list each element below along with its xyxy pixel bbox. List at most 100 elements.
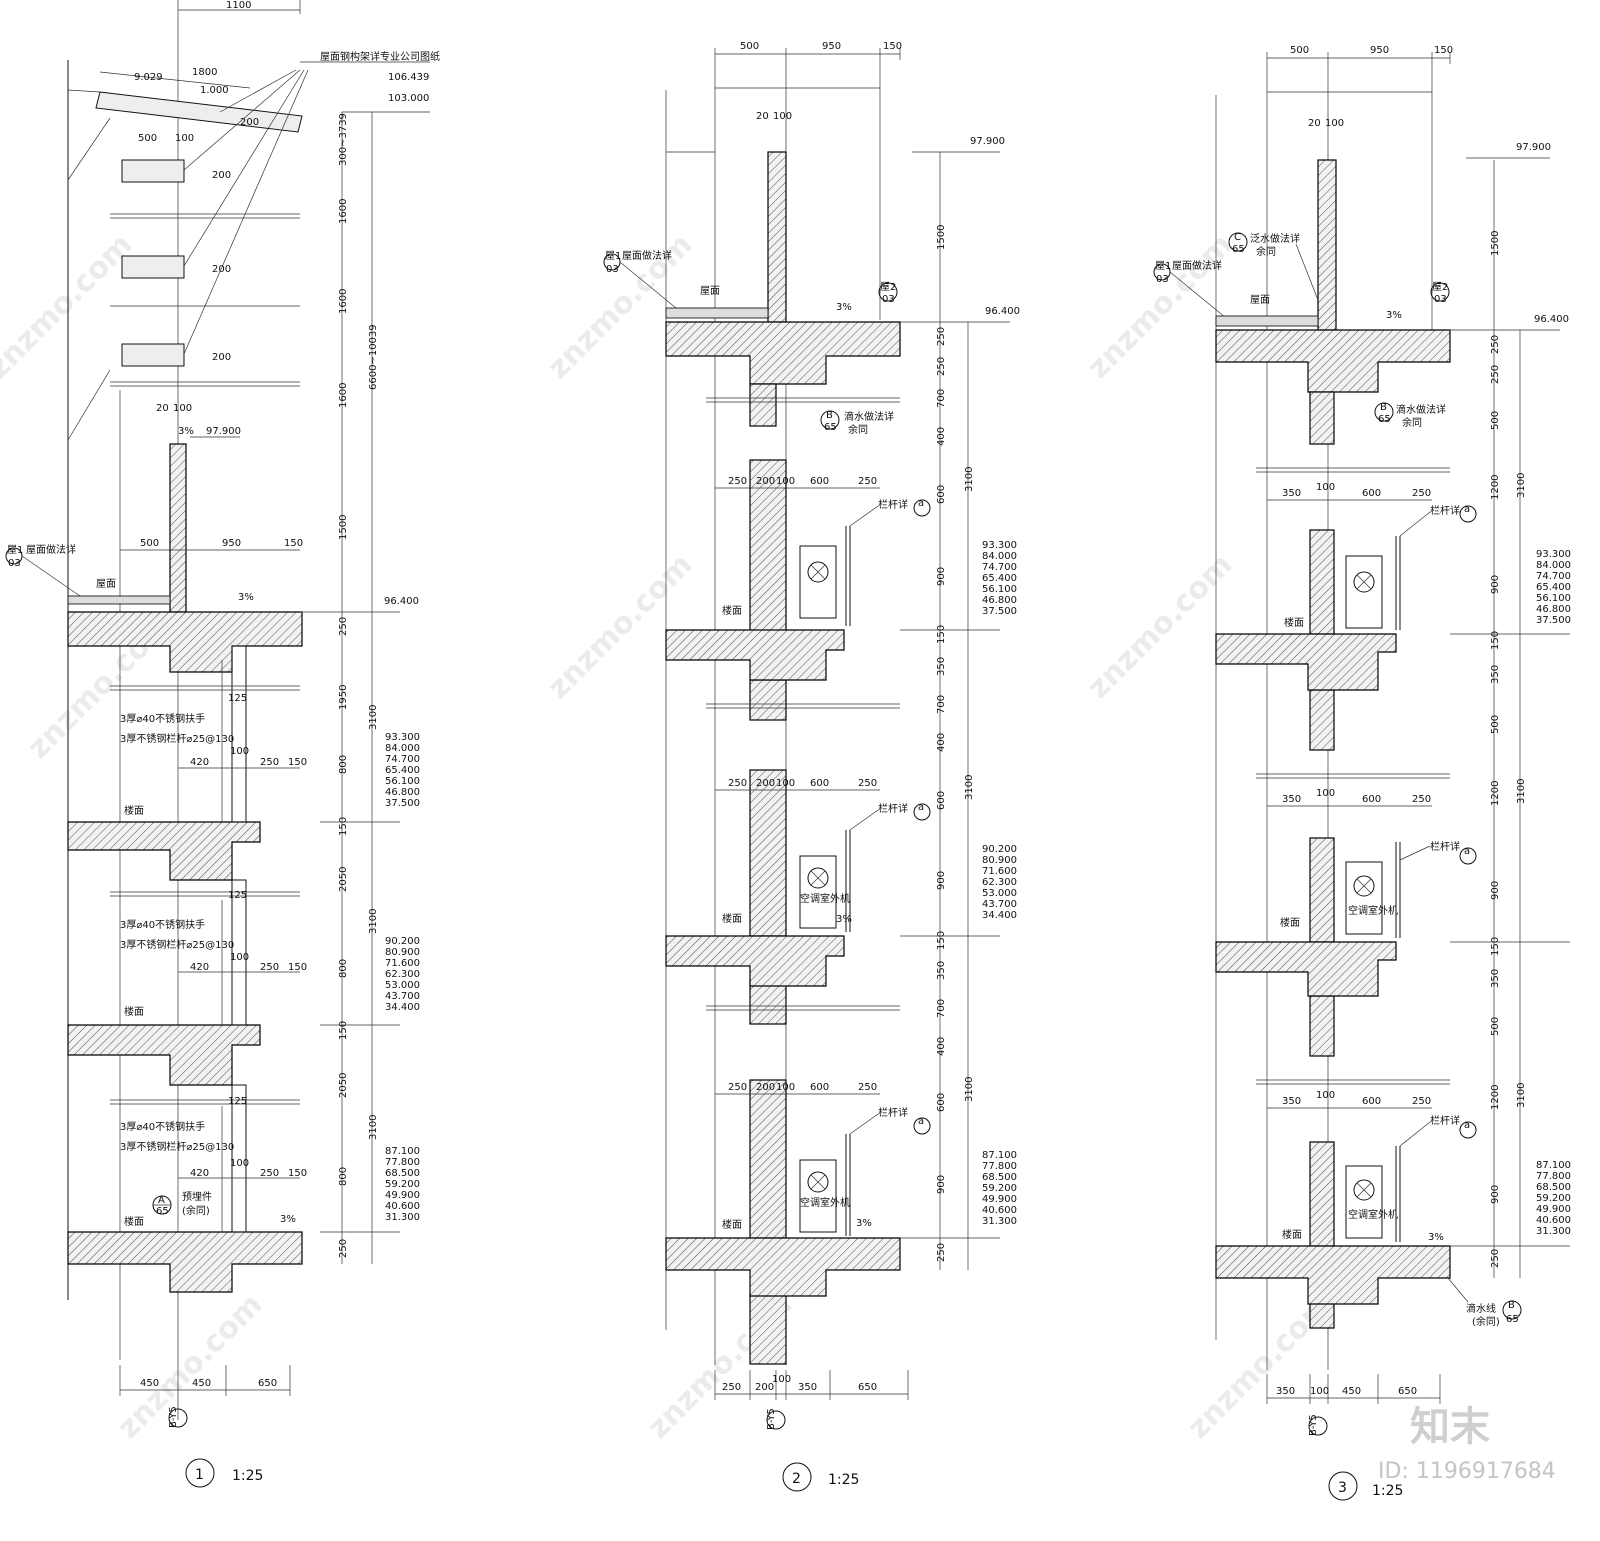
section-number: 2	[792, 1471, 801, 1487]
drip-note: 滴水做法详	[1396, 403, 1446, 416]
ac-fan-icon	[807, 1171, 829, 1193]
roof-note: 屋面做法详	[1172, 259, 1222, 272]
elevation-label: 80.900	[385, 947, 420, 958]
dim-label: 200	[240, 117, 259, 128]
slope-label: 3%	[238, 592, 254, 603]
dim-label: 100	[230, 1158, 249, 1169]
elevation-group-b: 90.200 80.900 71.600 62.300 53.000 43.70…	[982, 844, 1017, 921]
elevation-label: 62.300	[385, 969, 420, 980]
elevation-label: 68.500	[982, 1172, 1017, 1183]
floor-label: 楼面	[1282, 1228, 1302, 1241]
dim-label: 350	[1490, 969, 1501, 988]
rail-mark: a	[1464, 504, 1470, 515]
baluster-note: 3厚不锈钢栏杆⌀25@130	[120, 1140, 234, 1153]
section-scale: 1:25	[232, 1468, 263, 1484]
elevation-group-a: 93.300 84.000 74.700 65.400 56.100 46.80…	[982, 540, 1017, 617]
watermark-text: znzmo.com	[111, 1287, 270, 1446]
ac-fan-icon	[1353, 571, 1375, 593]
dim-label: 500	[1490, 1017, 1501, 1036]
elevation-label: 56.100	[982, 584, 1017, 595]
elevation-label: 53.000	[982, 888, 1017, 899]
dim-label: 700	[936, 389, 947, 408]
slope-label: 3%	[1386, 310, 1402, 321]
dim-label: 600	[810, 1082, 829, 1093]
elevation-label: 65.400	[982, 573, 1017, 584]
dim-label: 150	[288, 962, 307, 973]
dim-label: 150	[883, 41, 902, 52]
dim-label: 3100	[368, 1115, 379, 1140]
watermark-id: ID: 1196917684	[1378, 1459, 1556, 1484]
elevation-label: 31.300	[982, 1216, 1017, 1227]
roof2-sheet: 03	[1434, 294, 1447, 305]
roof-ref-circle: 屋1	[1155, 260, 1171, 272]
dim-label: 1.000	[200, 85, 229, 96]
ac-floor-1: 350 100 600 250 栏杆详 a 楼面	[1267, 482, 1477, 630]
parapet-wall	[169, 443, 187, 613]
dim-label: 500	[740, 41, 759, 52]
dim-label: 100	[776, 476, 795, 487]
elevation-group-c: 87.100 77.800 68.500 59.200 49.900 40.60…	[1536, 1160, 1571, 1237]
elevation-label: 49.900	[1536, 1204, 1571, 1215]
dim-label: 250	[260, 757, 279, 768]
dim-label: 150	[288, 1168, 307, 1179]
flash-ref: C	[1234, 232, 1241, 243]
rail-ref-note: 栏杆详	[878, 498, 908, 511]
dim-label: 600	[1362, 488, 1381, 499]
flash-sheet: 65	[1232, 244, 1245, 255]
dim-label: 150	[936, 625, 947, 644]
elevation-label: 59.200	[1536, 1193, 1571, 1204]
dim-label: 125	[228, 1096, 247, 1107]
roof2-sheet: 03	[882, 294, 895, 305]
elevation-label: 97.900	[970, 136, 1005, 147]
elevation-label: 49.900	[385, 1190, 420, 1201]
dim-label: 3100	[1516, 779, 1527, 804]
ac-unit	[799, 545, 837, 619]
dim-label: 900	[936, 567, 947, 586]
ac-unit	[799, 1159, 837, 1233]
handrail-note: 3厚⌀40不锈钢扶手	[120, 1120, 205, 1133]
roof-label: 屋面	[700, 285, 720, 297]
slope-label: 3%	[280, 1214, 296, 1225]
dim-label: 200	[756, 1082, 775, 1093]
drip-line-note: 滴水线	[1466, 1302, 1496, 1315]
dim-label: 250	[338, 1239, 349, 1258]
dim-label: 800	[338, 959, 349, 978]
dim-label: 250	[1412, 1096, 1431, 1107]
parapet-wall	[1317, 159, 1337, 331]
dim-label: 1600	[338, 289, 349, 314]
dim-label: 950	[822, 41, 841, 52]
ac-label: 空调室外机	[800, 892, 850, 905]
dim-label: 250	[728, 1082, 747, 1093]
elevation-group-c: 87.100 77.800 68.500 59.200 49.900 40.60…	[982, 1150, 1017, 1227]
dim-label: 250	[1412, 794, 1431, 805]
roof-label: 屋面	[96, 578, 116, 590]
rail-ref-note: 栏杆详	[878, 1106, 908, 1119]
dim-label: 600	[810, 778, 829, 789]
elevation-label: 93.300	[1536, 549, 1571, 560]
section-number-circle	[782, 1462, 812, 1492]
elevation-label: 59.200	[385, 1179, 420, 1190]
dim-label: 200	[756, 476, 775, 487]
dim-label: 200	[212, 264, 231, 275]
elevation-label: 43.700	[385, 991, 420, 1002]
elevation-label: 97.900	[206, 426, 241, 437]
dim-label: 9.029	[134, 72, 163, 83]
dim-label: 420	[190, 962, 209, 973]
roof-steel-note: 屋面钢构架详专业公司图纸	[320, 50, 440, 63]
dim-label: 500	[138, 133, 157, 144]
elevation-label: 59.200	[982, 1183, 1017, 1194]
elevation-label: 56.100	[385, 776, 420, 787]
elevation-label: 68.500	[1536, 1182, 1571, 1193]
dim-label: 250	[1412, 488, 1431, 499]
drip-line-note2: (余同)	[1472, 1315, 1500, 1328]
elevation-label: 74.700	[982, 562, 1017, 573]
dim-label: 150	[338, 1021, 349, 1040]
drip-sheet: 65	[1378, 414, 1391, 425]
elevation-label: 90.200	[982, 844, 1017, 855]
dim-label: 700	[936, 999, 947, 1018]
elevation-label: 77.800	[1536, 1171, 1571, 1182]
dim-label: 250	[1490, 365, 1501, 384]
dim-label: 3100	[964, 467, 975, 492]
embed-ref: A	[158, 1195, 165, 1206]
